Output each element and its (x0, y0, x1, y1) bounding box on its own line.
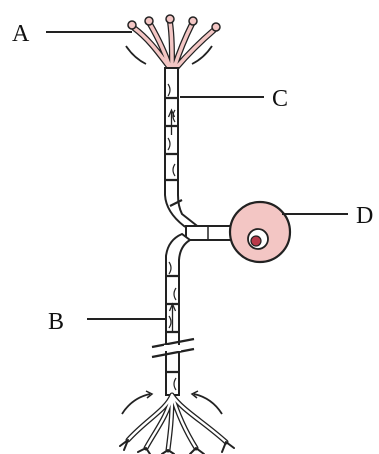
upper-axon (165, 68, 196, 229)
receptor-ending (126, 15, 220, 68)
label-c: C (272, 86, 288, 112)
label-a: A (12, 21, 30, 47)
label-d: D (356, 203, 373, 229)
label-b: B (48, 309, 64, 335)
lower-axon (152, 234, 194, 395)
cell-body (186, 202, 290, 262)
axon-terminal (120, 391, 234, 454)
